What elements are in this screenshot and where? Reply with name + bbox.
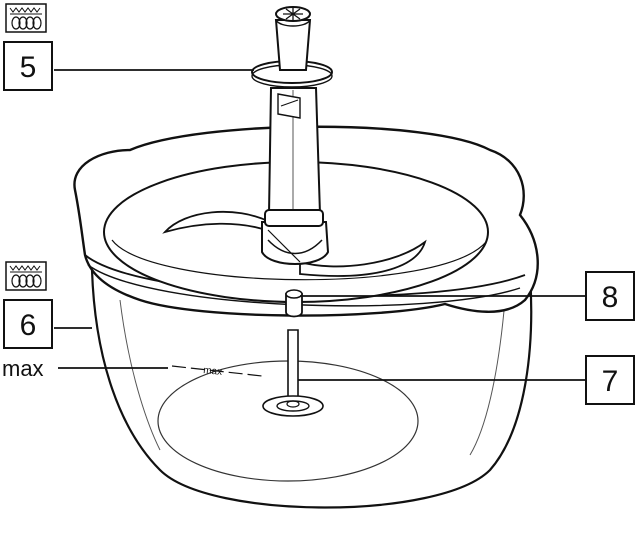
- chopper-blade-insert: [251, 6, 333, 227]
- callout-8-label: 8: [602, 281, 619, 314]
- max-fill-label: max: [2, 356, 44, 381]
- bowl-max-mark: max: [203, 365, 223, 378]
- callout-6-label: 6: [20, 309, 37, 342]
- chopper-blade: [162, 211, 427, 277]
- dishwasher-safe-icon: [5, 261, 47, 291]
- callout-5: 5: [3, 41, 53, 91]
- bowl-axle: [262, 329, 324, 417]
- dishwasher-safe-icon: [5, 3, 47, 33]
- callout-7: 7: [585, 355, 635, 405]
- callout-5-label: 5: [20, 51, 37, 84]
- bowl-center-pin: [285, 289, 303, 318]
- callout-6: 6: [3, 299, 53, 349]
- callout-7-label: 7: [602, 365, 619, 398]
- callout-8: 8: [585, 271, 635, 321]
